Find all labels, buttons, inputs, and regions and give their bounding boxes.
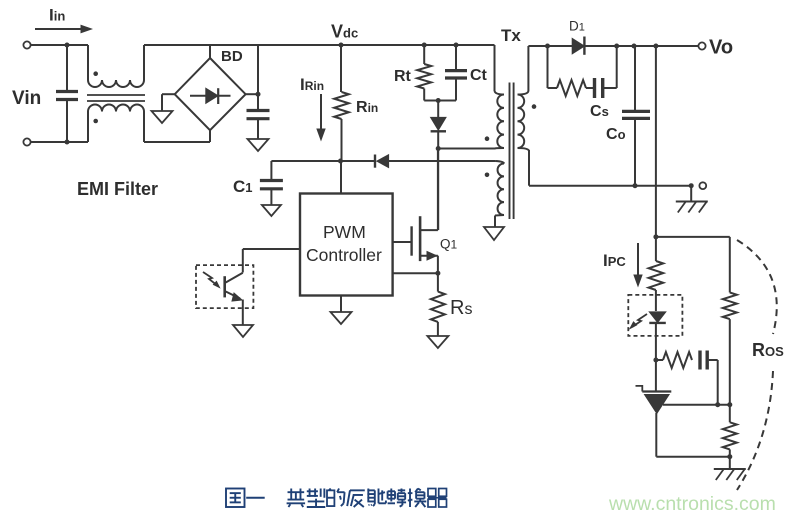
svg-text:Vin: Vin <box>12 88 41 109</box>
svg-text:PWM: PWM <box>323 222 366 242</box>
svg-text:IRin: IRin <box>300 75 324 94</box>
svg-text:Rs: Rs <box>450 297 472 319</box>
svg-text:Ct: Ct <box>470 67 488 84</box>
svg-text:Rt: Rt <box>394 68 412 85</box>
svg-text:BD: BD <box>221 48 243 65</box>
svg-text:EMI Filter: EMI Filter <box>77 179 158 199</box>
svg-text:Co: Co <box>606 126 626 143</box>
svg-text:D1: D1 <box>569 19 585 34</box>
svg-text:Q1: Q1 <box>440 237 458 252</box>
svg-text:Controller: Controller <box>306 245 382 265</box>
svg-text:Rin: Rin <box>356 99 378 116</box>
svg-text:www.cntronics.com: www.cntronics.com <box>608 493 776 515</box>
svg-text:Vo: Vo <box>709 37 733 59</box>
svg-text:Tx: Tx <box>501 26 521 45</box>
svg-text:Vdc: Vdc <box>331 22 358 42</box>
svg-text:Iin: Iin <box>49 6 65 25</box>
svg-text:C1: C1 <box>233 177 253 196</box>
svg-text:Cs: Cs <box>590 103 609 120</box>
svg-text:IPC: IPC <box>603 251 626 270</box>
svg-text:ROS: ROS <box>752 340 784 360</box>
